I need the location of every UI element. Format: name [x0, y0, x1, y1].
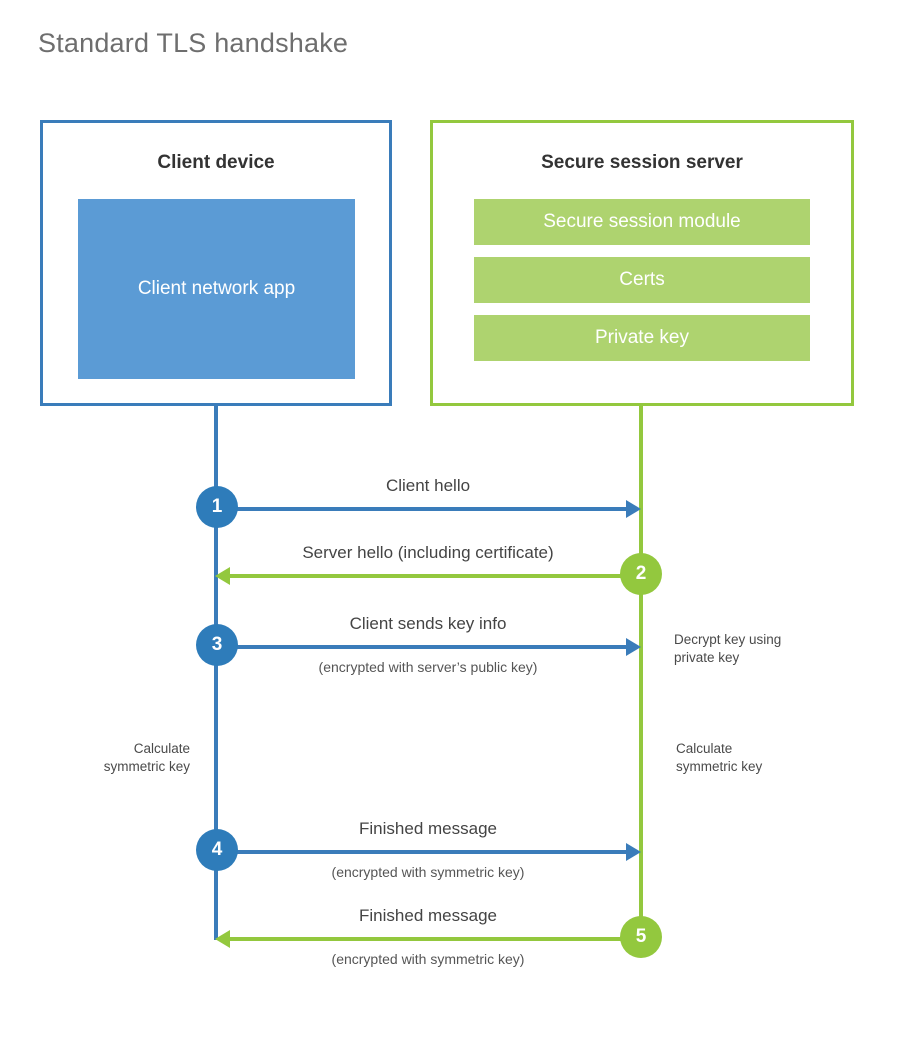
message-3-line	[216, 645, 626, 649]
message-1-arrowhead	[626, 500, 641, 518]
step-marker-2: 2	[620, 553, 662, 595]
client-device-box: Client device Client network app	[40, 120, 392, 406]
message-3-arrowhead	[626, 638, 641, 656]
message-1-line	[216, 507, 626, 511]
note-decrypt-key: Decrypt key using private key	[674, 632, 782, 666]
message-4-line	[216, 850, 626, 854]
client-device-title: Client device	[157, 152, 275, 173]
message-5-sublabel: (encrypted with symmetric key)	[331, 951, 525, 967]
message-5-line	[230, 937, 641, 941]
message-4-sublabel: (encrypted with symmetric key)	[331, 864, 525, 880]
server-item-private-key: Private key	[474, 315, 810, 361]
message-4-arrowhead	[626, 843, 641, 861]
message-3-sublabel: (encrypted with server’s public key)	[318, 659, 538, 675]
step-marker-3: 3	[196, 624, 238, 666]
step-marker-4: 4	[196, 829, 238, 871]
server-component-stack: Secure session module Certs Private key	[474, 199, 810, 361]
client-network-app-block: Client network app	[78, 199, 355, 379]
server-item-certs: Certs	[474, 257, 810, 303]
message-2-label: Server hello (including certificate)	[302, 543, 554, 562]
client-lifeline	[214, 406, 218, 940]
step-marker-1: 1	[196, 486, 238, 528]
step-marker-5: 5	[620, 916, 662, 958]
message-2-arrowhead	[215, 567, 230, 585]
message-2-line	[230, 574, 641, 578]
message-3-label: Client sends key info	[349, 614, 507, 633]
server-lifeline	[639, 406, 643, 940]
server-item-secure-session-module: Secure session module	[474, 199, 810, 245]
message-1-label: Client hello	[385, 476, 471, 495]
secure-session-server-title: Secure session server	[541, 152, 743, 173]
note-server-calculate-symmetric-key: Calculate symmetric key	[676, 741, 763, 775]
message-5-label: Finished message	[359, 906, 497, 925]
message-4-label: Finished message	[359, 819, 497, 838]
secure-session-server-box: Secure session server Secure session mod…	[430, 120, 854, 406]
note-client-calculate-symmetric-key: Calculate symmetric key	[103, 741, 190, 775]
message-5-arrowhead	[215, 930, 230, 948]
page-title: Standard TLS handshake	[38, 28, 349, 58]
